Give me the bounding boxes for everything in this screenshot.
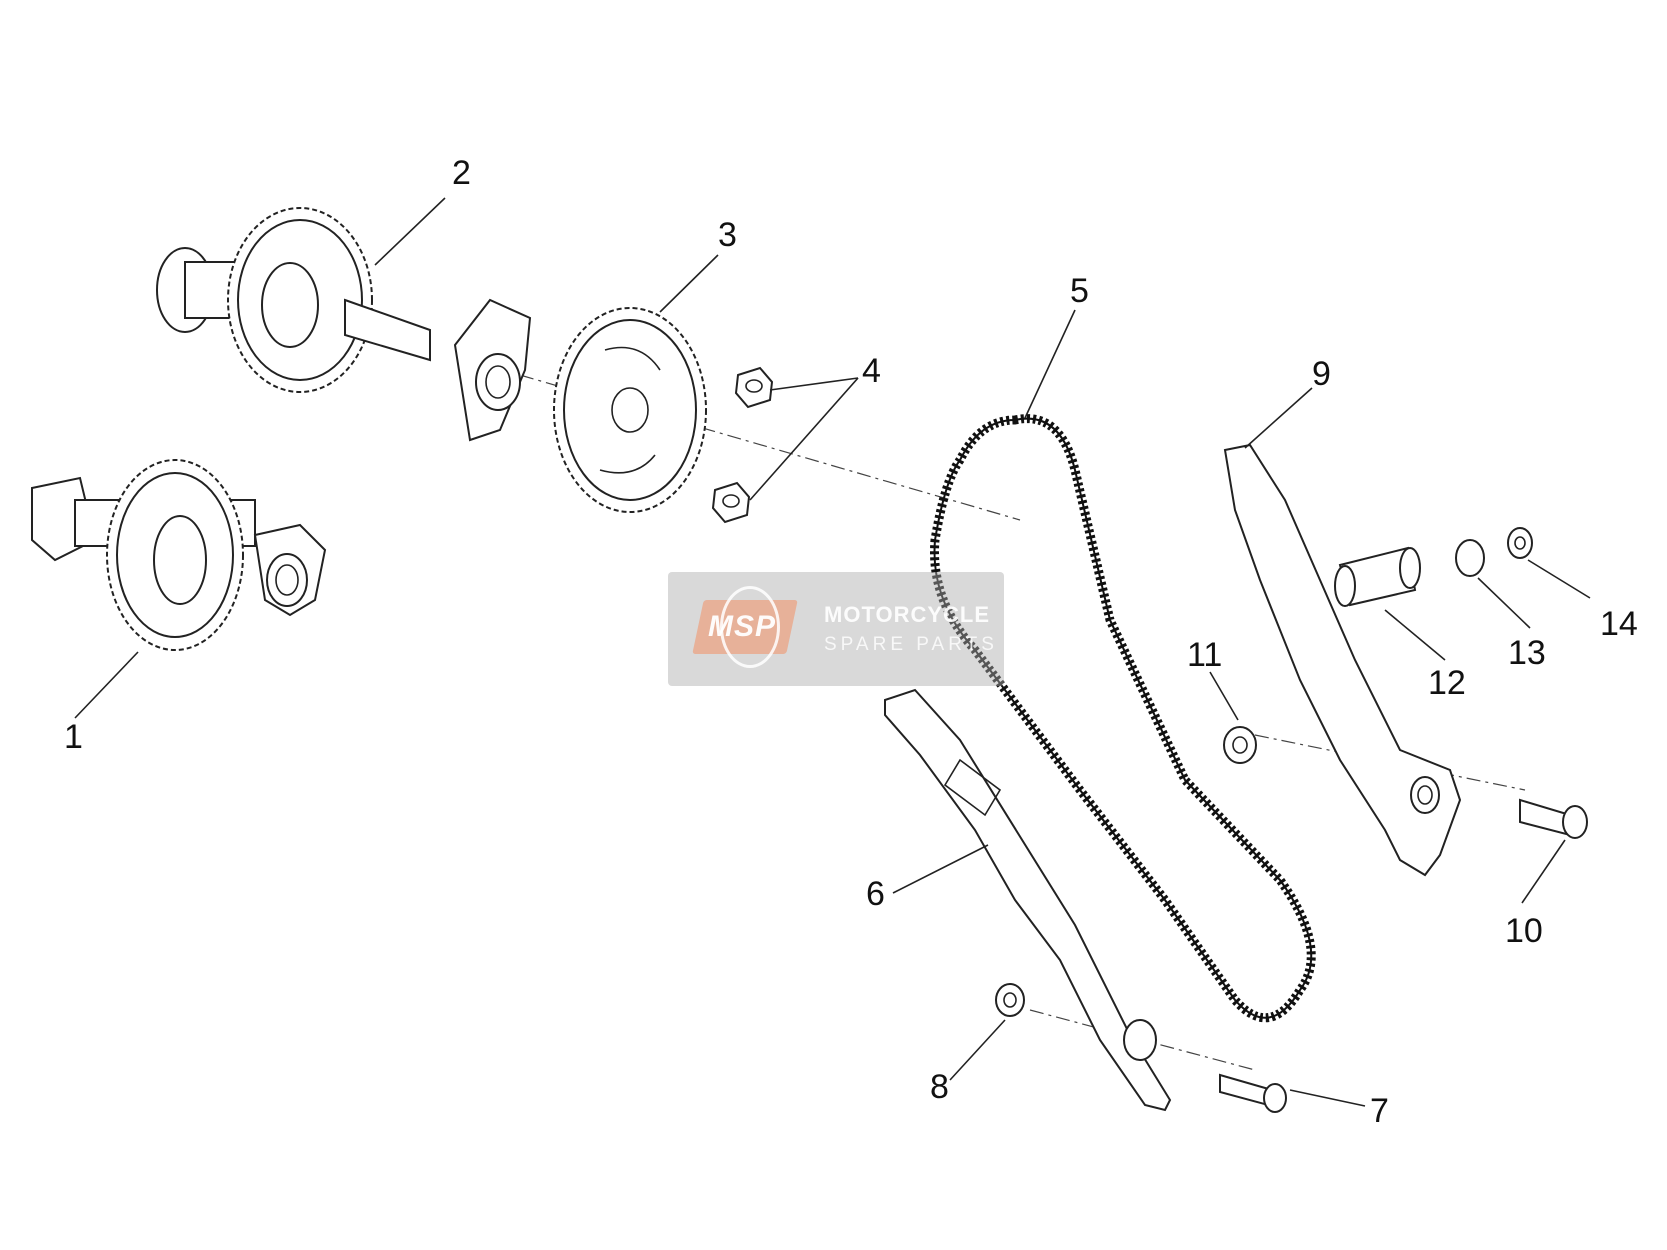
leader-line [1244, 387, 1313, 449]
callout-9: 9 [1312, 355, 1331, 393]
sprocket-bolt [711, 481, 751, 524]
callout-12: 12 [1428, 664, 1466, 702]
callout-8: 8 [930, 1068, 949, 1106]
callout-5: 5 [1070, 272, 1089, 310]
leader-line [949, 1019, 1006, 1081]
callout-13: 13 [1508, 634, 1546, 672]
callout-14: 14 [1600, 605, 1638, 643]
o-ring [1455, 539, 1485, 577]
leader-line [1384, 609, 1446, 661]
leader-line [1527, 559, 1591, 599]
camshaft-lower [31, 459, 327, 651]
callout-6: 6 [866, 875, 885, 913]
callout-3: 3 [718, 216, 737, 254]
leader-line [1024, 309, 1076, 419]
leader-line [1209, 671, 1239, 721]
leader-line [1477, 577, 1531, 629]
watermark-brand: MOTORCYCLE [824, 602, 991, 627]
watermark-tagline: SPARE PARTS [824, 634, 998, 655]
callout-11: 11 [1187, 636, 1222, 674]
tensioner-blade [1223, 443, 1462, 877]
leader-line [892, 844, 989, 894]
leader-line [374, 197, 446, 266]
watermark: MSP MOTORCYCLE SPARE PARTS [668, 572, 1004, 686]
callout-1: 1 [64, 718, 83, 756]
chain-guide [884, 688, 1172, 1112]
guide-bolt [1219, 1073, 1287, 1113]
leader-line [659, 254, 719, 313]
sprocket-bolt [734, 366, 774, 409]
cam-sprocket [553, 307, 707, 513]
tensioner-washer [1223, 726, 1257, 764]
tensioner-bolt [1519, 798, 1588, 839]
callout-10: 10 [1505, 912, 1543, 950]
leader-line [749, 377, 859, 501]
leader-line [769, 377, 859, 391]
callout-2: 2 [452, 154, 471, 192]
leader-line [1289, 1089, 1366, 1107]
callout-4: 4 [862, 352, 881, 390]
leader-line [1521, 839, 1566, 904]
guide-washer [995, 983, 1025, 1017]
watermark-logo-text: MSP [708, 610, 777, 643]
tensioner-pin [1334, 546, 1421, 607]
callout-7: 7 [1370, 1092, 1389, 1130]
camshaft-upper [156, 207, 532, 442]
small-washer [1507, 527, 1533, 559]
globe-icon [720, 586, 780, 668]
leader-line [74, 651, 139, 719]
